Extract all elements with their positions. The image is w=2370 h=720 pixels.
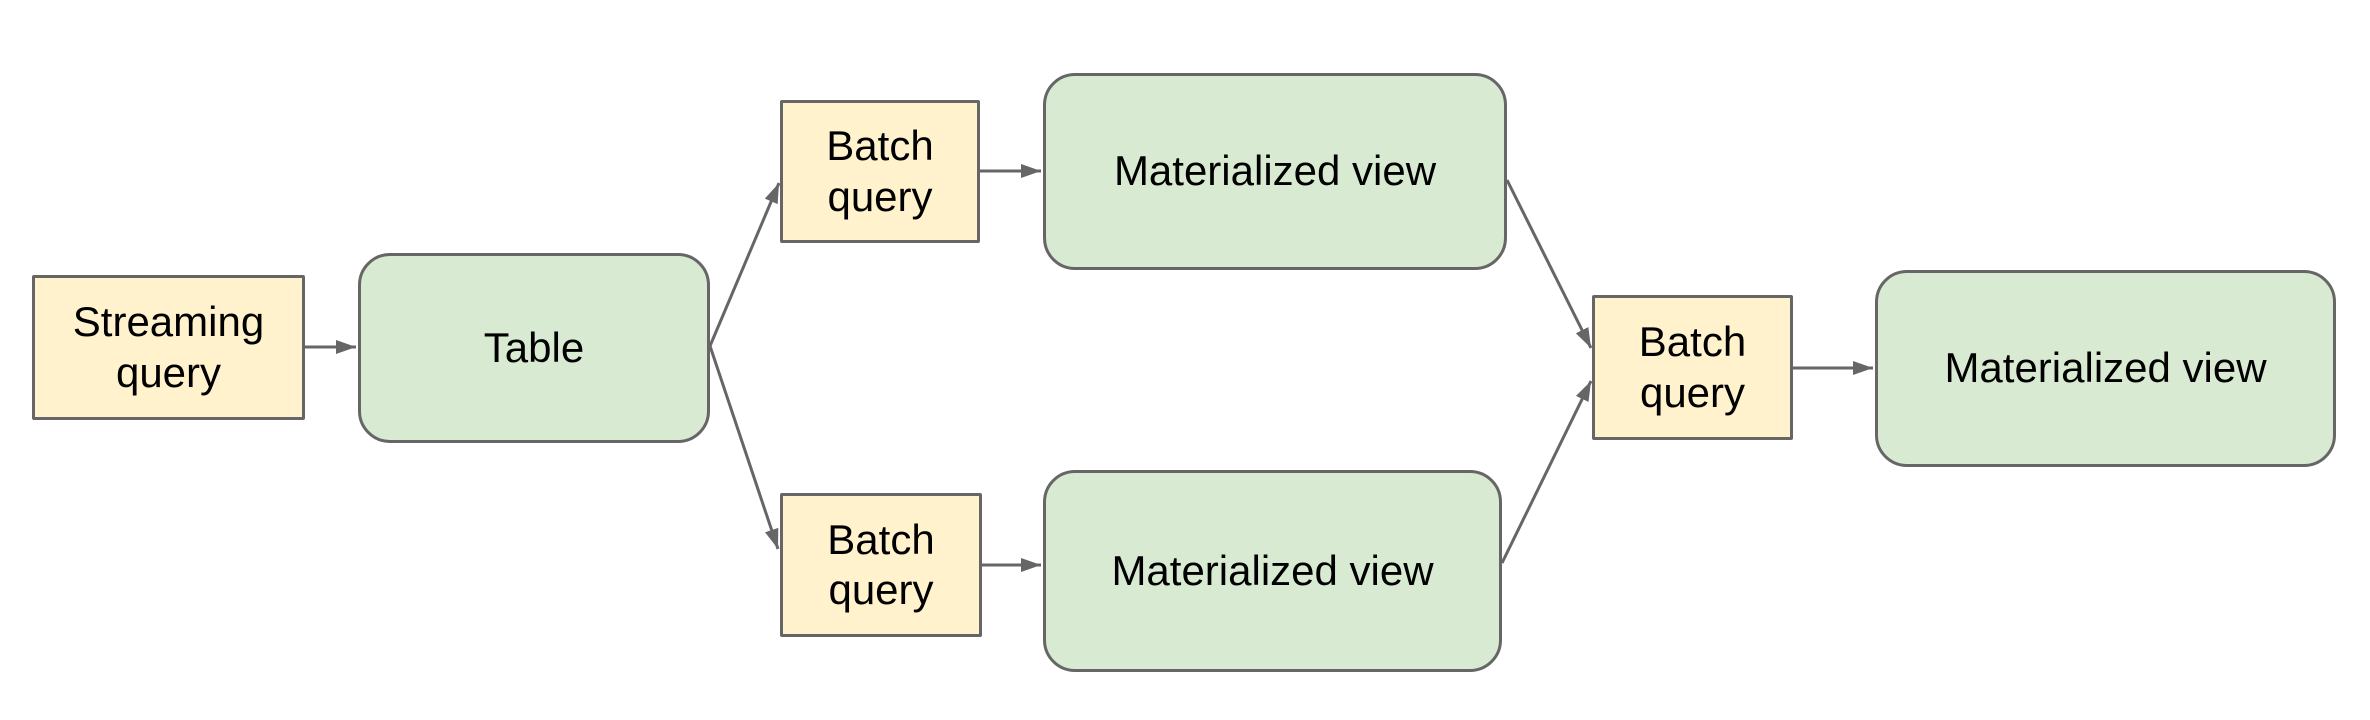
node-batch-query-top-label: Batch query <box>826 122 934 220</box>
node-batch-query-top: Batch query <box>780 100 980 243</box>
node-batch-query-bottom: Batch query <box>780 493 982 637</box>
node-streaming-query-label: Streaming query <box>72 298 265 396</box>
node-materialized-view-final: Materialized view <box>1875 270 2336 467</box>
edge-table-to-batch-query-bottom <box>708 345 780 550</box>
node-streaming-query: Streaming query <box>32 275 305 420</box>
node-table-label: Table <box>483 323 585 371</box>
node-materialized-view-bottom-label: Materialized view <box>1111 546 1434 594</box>
node-materialized-view-bottom: Materialized view <box>1043 470 1502 672</box>
edge-materialized-view-top-to-batch-query-merge <box>1505 179 1593 349</box>
node-batch-query-merge-label: Batch query <box>1638 318 1747 416</box>
node-batch-query-bottom-label: Batch query <box>827 515 935 613</box>
edge-materialized-view-bottom-to-batch-query-merge <box>1500 380 1593 564</box>
node-materialized-view-top-label: Materialized view <box>1113 147 1437 195</box>
node-table: Table <box>358 253 710 443</box>
node-materialized-view-top: Materialized view <box>1043 73 1507 270</box>
node-materialized-view-final-label: Materialized view <box>1944 344 2267 392</box>
node-batch-query-merge: Batch query <box>1592 295 1793 440</box>
edge-table-to-batch-query-top <box>708 182 781 347</box>
